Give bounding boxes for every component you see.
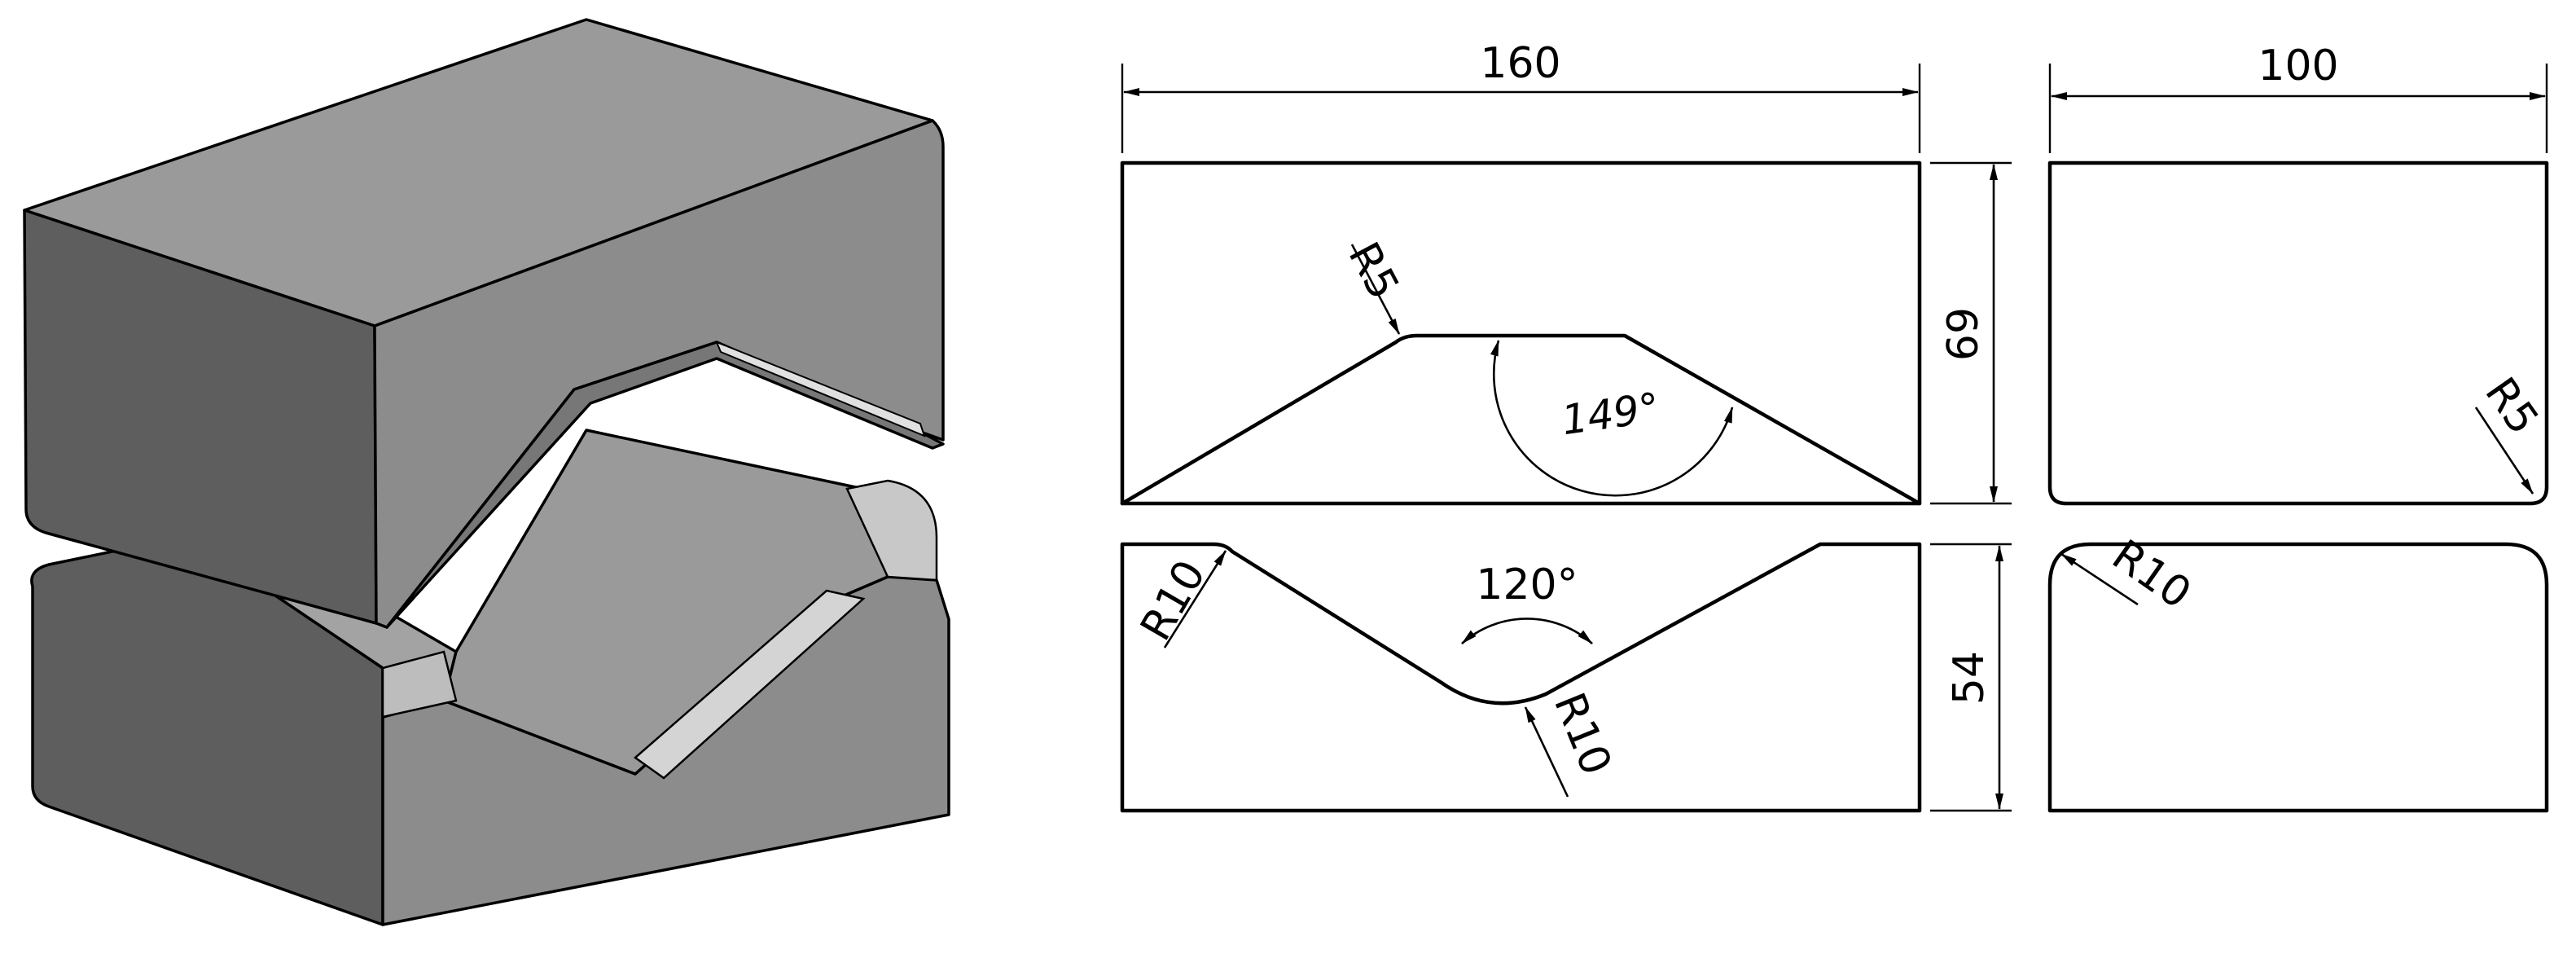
upper-block-left-face (23, 209, 378, 625)
dimension-upper-groove-angle: 149° (1490, 340, 1734, 497)
radius-lower-groove-bottom: R10 (1524, 686, 1621, 798)
lower-side-outline (2047, 542, 2549, 813)
dimension-lower-height: 54 (1930, 543, 2012, 812)
upper-side-outline (2047, 160, 2549, 506)
radius-upper-side: R5 (2474, 369, 2547, 495)
upper-die-block (23, 18, 945, 629)
radius-upper-groove: R5 (1339, 235, 1408, 335)
front-view-lower-die (1120, 542, 1922, 813)
radius-r10-bottom-label: R10 (1544, 686, 1621, 781)
radius-lower-groove-edge: R10 (1131, 550, 1227, 649)
radius-r5-side-label: R5 (2475, 369, 2547, 443)
side-view-lower-die (2047, 542, 2549, 813)
upper-die-outline (1120, 160, 1922, 506)
dimension-upper-height: 69 (1930, 161, 2012, 505)
dim-160-label: 160 (1480, 39, 1560, 88)
lower-block-groove-fillet (381, 650, 458, 719)
radius-r10-edge-label: R10 (1131, 552, 1215, 649)
dim-54-label: 54 (1945, 651, 1994, 705)
lower-die-outline (1120, 542, 1922, 813)
lower-block-right-fillet (845, 479, 938, 582)
lower-block-groove-highlight (633, 589, 866, 780)
dimension-overall-length: 160 (1121, 39, 1921, 153)
upper-block-groove-highlight (715, 341, 926, 437)
dim-100-label: 100 (2258, 42, 2338, 90)
dimension-width: 100 (2048, 42, 2548, 153)
radius-r5-groove-label: R5 (1339, 235, 1408, 307)
side-view-upper-die (2047, 160, 2549, 506)
dim-69-label: 69 (1939, 307, 1988, 361)
front-view-upper-die (1120, 160, 1922, 506)
dim-149deg-label: 149° (1559, 384, 1662, 444)
dimension-lower-groove-angle: 120° (1461, 561, 1593, 644)
dim-120deg-label: 120° (1476, 561, 1578, 609)
lower-block-groove-face (442, 429, 889, 776)
upper-die-groove-profile (1120, 333, 1922, 506)
isometric-view (23, 18, 950, 926)
